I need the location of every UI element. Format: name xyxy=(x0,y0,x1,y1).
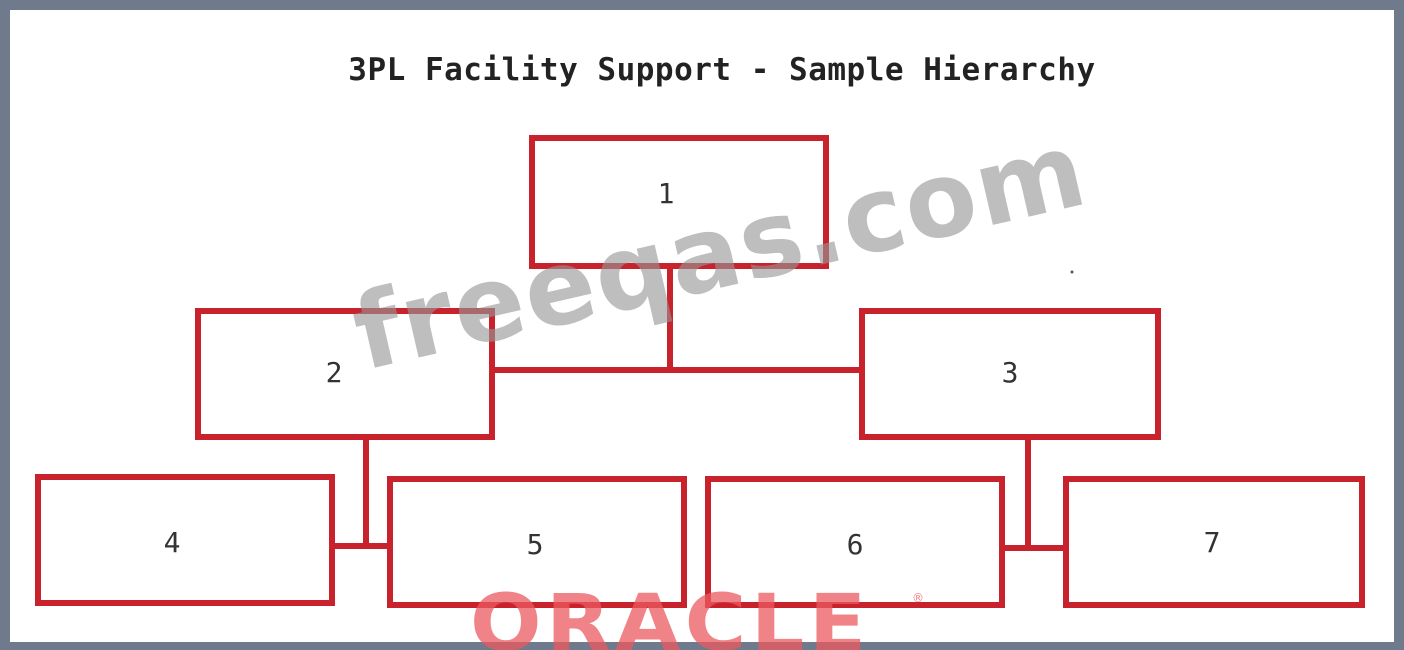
stray-dot xyxy=(1070,270,1074,274)
node-2-label: 2 xyxy=(326,356,343,389)
node-1-label: 1 xyxy=(658,177,675,210)
node-2-box xyxy=(195,308,495,440)
node-5-box xyxy=(387,476,687,608)
node-6-label: 6 xyxy=(847,528,864,561)
node-5: 5 xyxy=(387,476,687,608)
node-4: 4 xyxy=(35,474,335,606)
node-1-box xyxy=(529,135,829,269)
node-4-label: 4 xyxy=(164,526,181,559)
registered-mark: ® xyxy=(912,591,924,605)
node-3: 3 xyxy=(859,308,1161,440)
node-7: 7 xyxy=(1063,476,1365,608)
oracle-logo: ORACLE ® xyxy=(470,585,930,650)
oracle-logo-text: ORACLE xyxy=(470,585,871,650)
node-7-box xyxy=(1063,476,1365,608)
node-3-label: 3 xyxy=(1002,356,1019,389)
node-5-label: 5 xyxy=(527,528,544,561)
node-6: 6 xyxy=(705,476,1005,608)
node-7-label: 7 xyxy=(1204,526,1221,559)
connectors xyxy=(332,266,1066,551)
node-6-box xyxy=(705,476,1005,608)
node-3-box xyxy=(859,308,1161,440)
node-4-box xyxy=(35,474,335,606)
node-2: 2 xyxy=(195,308,495,440)
node-1: 1 xyxy=(529,135,829,269)
diagram-title: 3PL Facility Support - Sample Hierarchy xyxy=(348,52,1096,88)
